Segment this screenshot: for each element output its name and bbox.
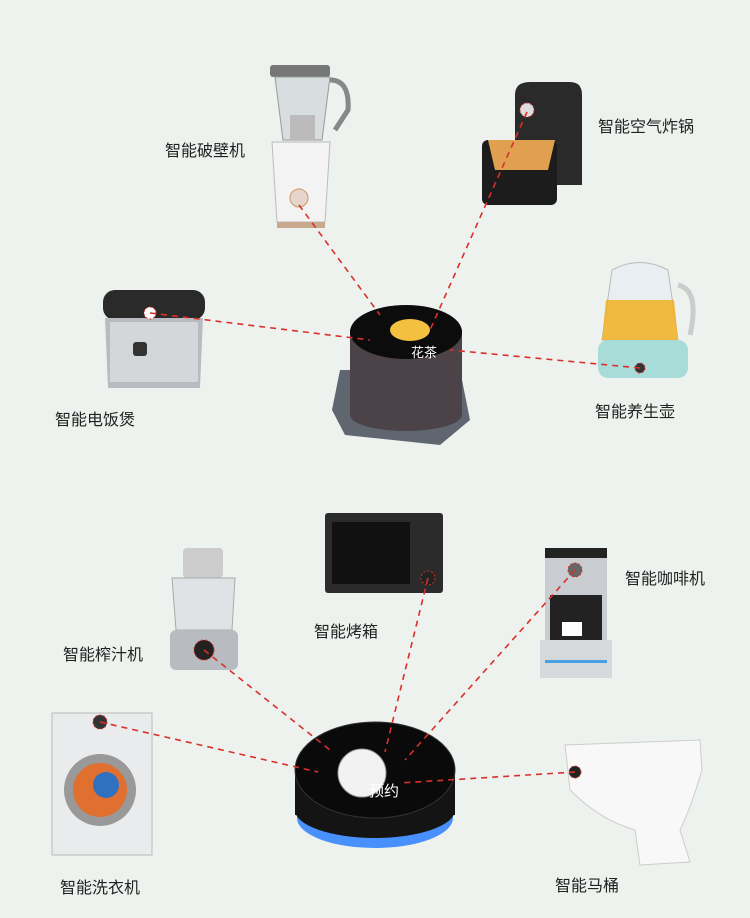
label-health-kettle: 智能养生壶 <box>595 402 676 421</box>
connector-oven <box>384 577 429 753</box>
top-knob-screen-text: 花茶 <box>411 345 437 361</box>
connector-toilet <box>399 771 576 784</box>
air-fryer-image <box>482 82 582 205</box>
blender-image <box>270 65 351 228</box>
label-juicer: 智能榨汁机 <box>63 645 144 664</box>
coffee-machine-image <box>540 548 612 678</box>
connector-rice-cooker <box>149 312 371 341</box>
label-washing-machine: 智能洗衣机 <box>60 878 141 897</box>
label-toilet: 智能马桶 <box>555 876 620 895</box>
label-air-fryer: 智能空气炸锅 <box>598 117 695 136</box>
label-blender: 智能破壁机 <box>165 141 246 160</box>
connector-coffee <box>404 569 576 761</box>
label-rice-cooker: 智能电饭煲 <box>55 410 136 429</box>
health-kettle-image <box>598 262 696 378</box>
connector-kettle <box>449 349 641 369</box>
smart-knob-bottom <box>294 721 456 848</box>
oven-image <box>325 513 443 593</box>
connector-juicer <box>203 649 331 751</box>
washing-machine-image <box>51 712 153 856</box>
juicer-image <box>170 548 238 670</box>
rice-cooker-image <box>103 290 205 388</box>
label-coffee-machine: 智能咖啡机 <box>625 569 706 588</box>
connector-washer <box>99 721 319 773</box>
connector-blender <box>298 204 381 316</box>
connector-air-fryer <box>429 111 528 331</box>
toilet-image <box>564 739 703 866</box>
label-oven: 智能烤箱 <box>314 622 379 641</box>
rotary-knob-top <box>332 305 470 445</box>
bottom-knob-screen-text: 预约 <box>369 782 399 800</box>
